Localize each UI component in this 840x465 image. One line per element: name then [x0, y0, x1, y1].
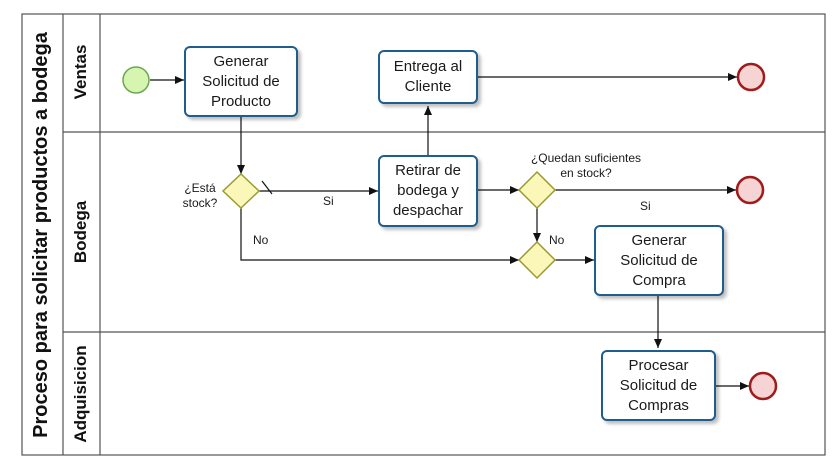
- end-event-entrega: [736, 62, 766, 92]
- task-generar-solicitud-compra: Generar Solicitud de Compra: [594, 225, 724, 296]
- flow-label-no-1: No: [253, 233, 269, 247]
- lane-label-ventas: Ventas: [71, 44, 90, 100]
- gateway-merge: [517, 240, 557, 280]
- end-event-stock: [735, 175, 765, 205]
- task-retirar-bodega: Retirar de bodega y despachar: [378, 155, 478, 227]
- lane-label-bodega: Bodega: [71, 200, 90, 264]
- flow-gateway1-no: [240, 208, 519, 264]
- gateway-esta-stock: [221, 172, 261, 210]
- start-event: [122, 66, 150, 94]
- pool-border: [21, 13, 826, 456]
- task-procesar-solicitud-compras: Procesar Solicitud de Compras: [601, 350, 716, 421]
- task-entrega-cliente: Entrega al Cliente: [378, 50, 478, 104]
- task-generar-solicitud-producto: Generar Solicitud de Producto: [184, 46, 298, 117]
- flow-label-si-1: Si: [323, 194, 334, 208]
- pool-title: Proceso para solicitar productos a bodeg…: [30, 32, 52, 438]
- lane-label-adquisicion: Adquisicion: [71, 345, 90, 443]
- flow-label-si-2: Si: [640, 199, 651, 213]
- gateway-quedan-suficientes: [517, 170, 557, 210]
- flow-label-no-2: No: [549, 233, 565, 247]
- gateway-label-esta-stock: ¿Está stock?: [182, 181, 218, 210]
- end-event-compras: [748, 371, 778, 401]
- gateway-label-quedan-suficientes: ¿Quedan suficientes en stock?: [530, 151, 642, 180]
- default-flow-slash: [261, 180, 273, 195]
